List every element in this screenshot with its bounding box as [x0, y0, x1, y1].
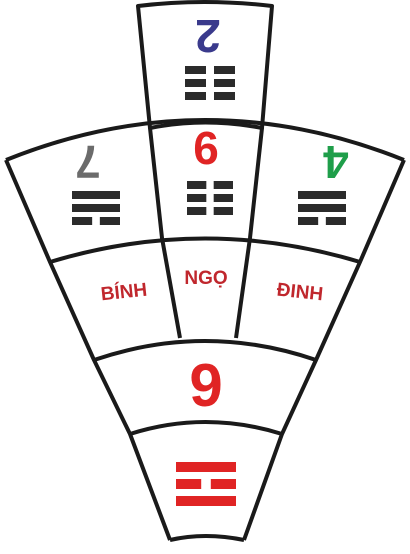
- middle-band-bottom-arc: [129, 420, 283, 436]
- li-trigram-icon: [176, 462, 236, 506]
- trigram-broken-segment: [213, 194, 233, 202]
- trigram-solid-line: [176, 496, 236, 506]
- kun-trigram-icon: [187, 181, 233, 215]
- fan-left-edge: [4, 159, 172, 541]
- trigram-broken-segment: [185, 66, 206, 74]
- trigram-broken-segment: [214, 66, 235, 74]
- upper-left-number: 7: [75, 136, 101, 188]
- trigram-broken-segment: [185, 92, 206, 100]
- bottom-cell-bottom-arc: [169, 534, 245, 542]
- trigram-broken-segment: [325, 217, 346, 225]
- trigram-broken-segment: [99, 217, 120, 225]
- left-inner-divider: [148, 127, 182, 339]
- trigram-broken-segment: [187, 181, 207, 189]
- label-ngo: NGỌ: [184, 268, 227, 289]
- right-inner-divider: [234, 127, 264, 339]
- upper-right-number: 4: [323, 136, 349, 188]
- dui-trigram-icon: [298, 191, 346, 225]
- label-row-bottom-arc: [93, 339, 317, 362]
- upper-mid-number: 6: [193, 122, 219, 174]
- trigram-broken-segment: [210, 479, 236, 489]
- dui-trigram-icon: [72, 191, 120, 225]
- trigram-broken-segment: [214, 92, 235, 100]
- trigram-broken-segment: [213, 207, 233, 215]
- upper-row-top-arc: [5, 118, 405, 162]
- top-number: 2: [195, 10, 221, 62]
- trigram-solid-line: [72, 204, 120, 212]
- kun-trigram-icon: [185, 66, 235, 100]
- label-dinh: ĐINH: [276, 280, 324, 306]
- fan-outline: [4, 0, 406, 542]
- trigram-solid-line: [298, 204, 346, 212]
- trigram-broken-segment: [213, 181, 233, 189]
- label-binh: BÍNH: [100, 279, 148, 306]
- trigram-broken-segment: [187, 207, 207, 215]
- trigram-broken-segment: [185, 79, 206, 87]
- trigram-broken-segment: [176, 479, 202, 489]
- trigram-broken-segment: [72, 217, 93, 225]
- fan-right-edge: [242, 159, 406, 541]
- trigram-broken-segment: [187, 194, 207, 202]
- middle-band-number: 9: [189, 352, 222, 419]
- top-cell: [136, 0, 274, 130]
- upper-row-bottom-arc: [49, 236, 361, 264]
- trigram-solid-line: [176, 462, 236, 472]
- trigram-broken-segment: [214, 79, 235, 87]
- trigram-solid-line: [298, 191, 346, 199]
- trigram-broken-segment: [298, 217, 319, 225]
- trigram-solid-line: [72, 191, 120, 199]
